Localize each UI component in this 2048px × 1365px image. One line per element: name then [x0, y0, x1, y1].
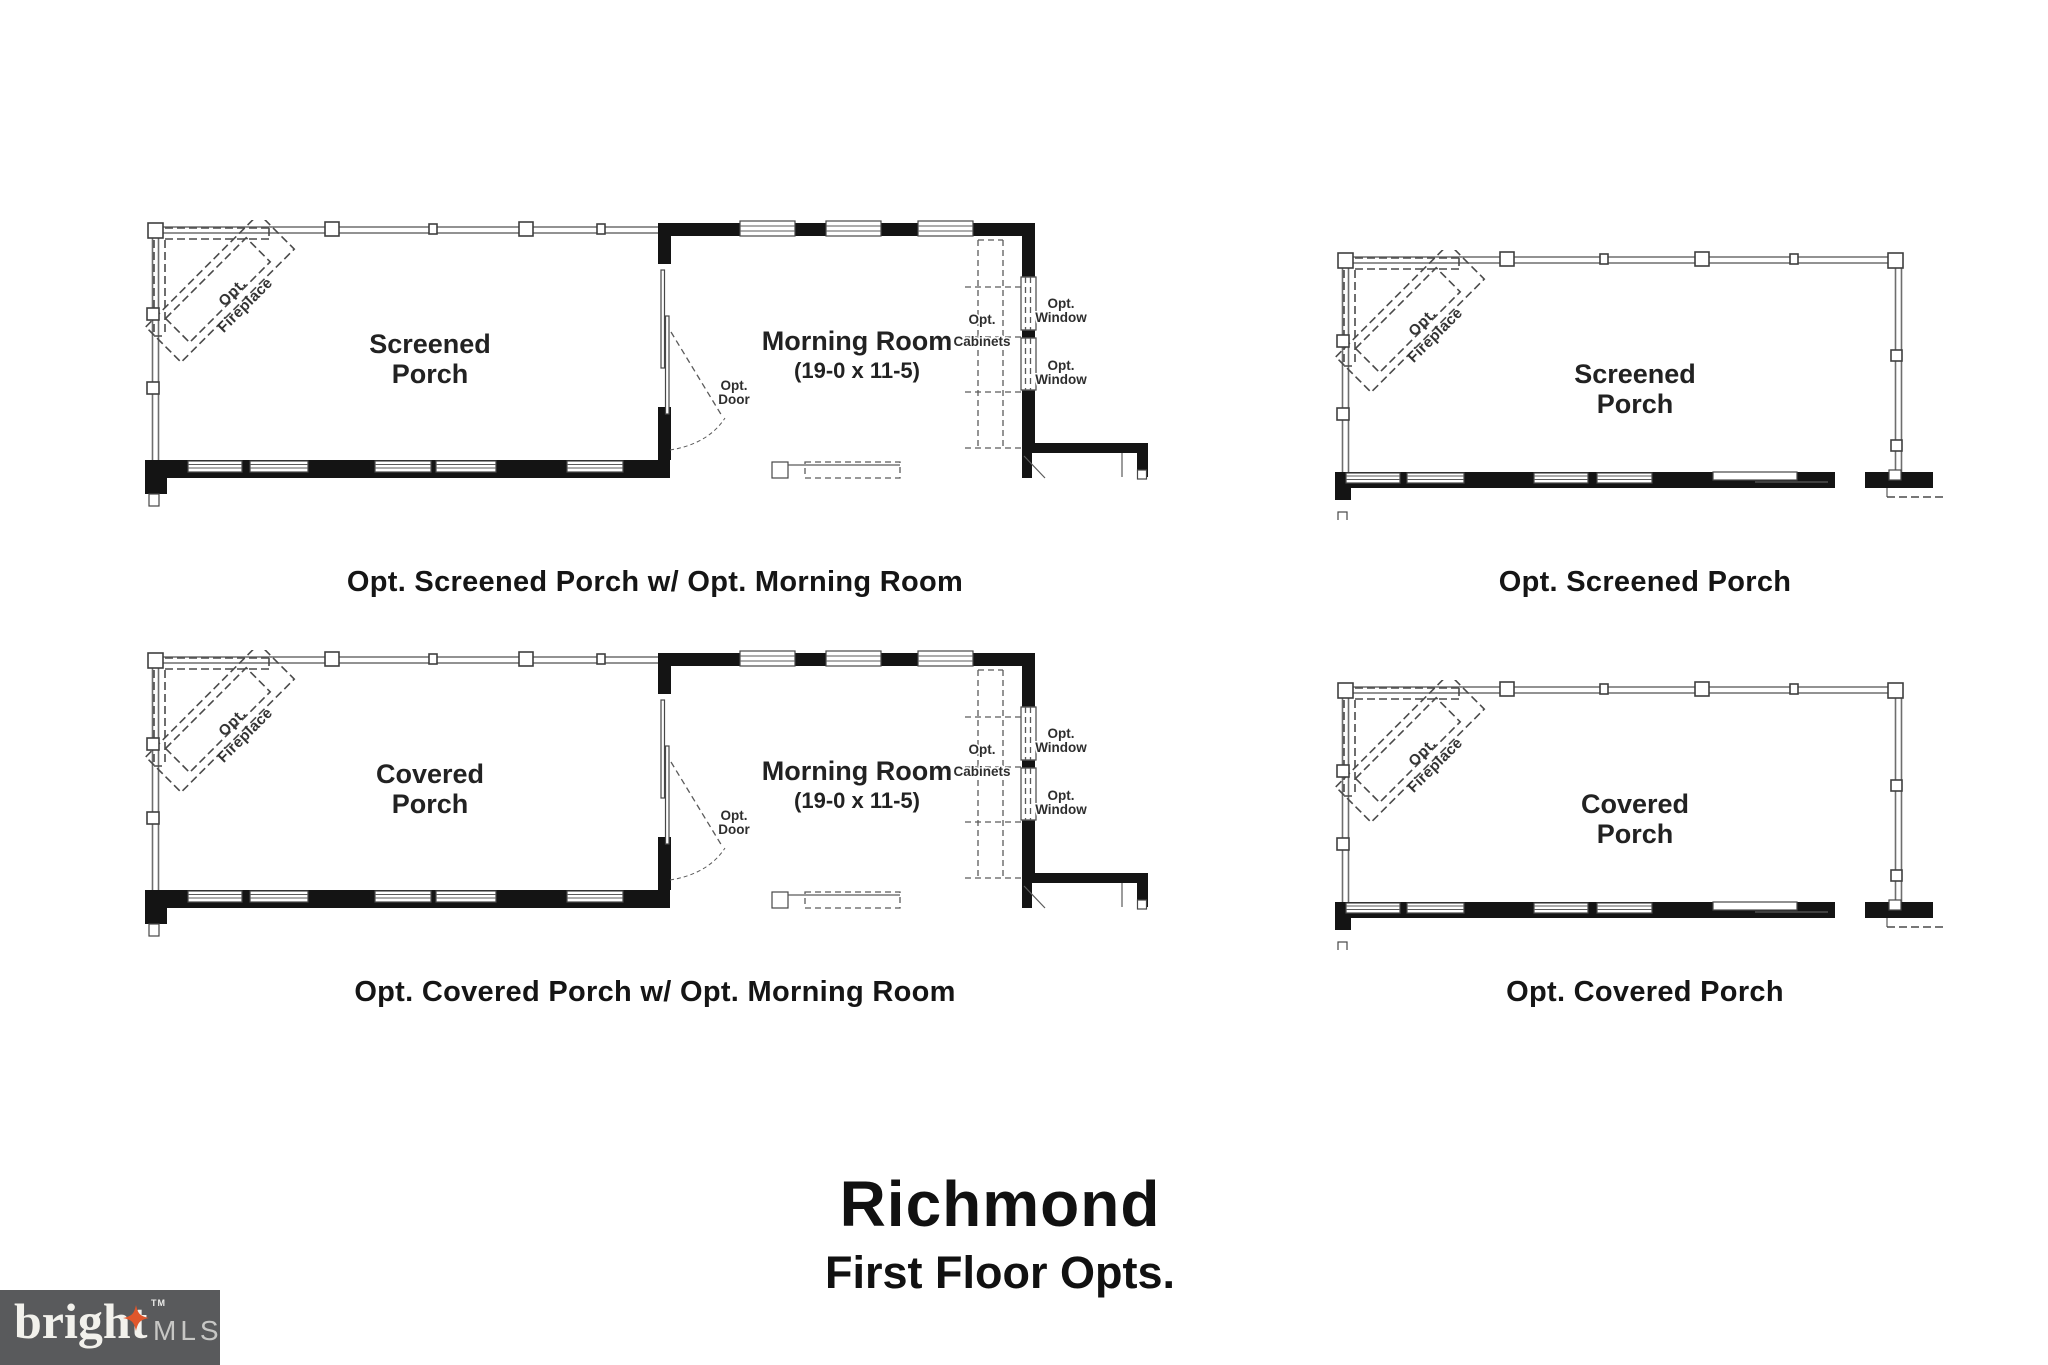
logo-trademark: TM	[151, 1298, 166, 1308]
caption-covered-porch: Opt. Covered Porch	[1506, 976, 1784, 1008]
porch-room-label: Screened	[1574, 359, 1696, 389]
porch-room-label: Covered	[376, 759, 484, 789]
caption-screened-porch-morning-room: Opt. Screened Porch w/ Opt. Morning Room	[346, 566, 964, 598]
morning-room-dims: (19-0 x 11-5)	[794, 788, 920, 813]
window-label: Opt.	[1048, 788, 1075, 803]
plan-covered-porch-morning-room: Opt. Fireplace Covered Porch Morning Roo…	[145, 650, 1165, 960]
logo-brand-text: bright	[14, 1293, 148, 1349]
plan-linework	[145, 650, 1148, 936]
plan-screened-porch: Opt. Fireplace Screened Porch	[1335, 250, 1955, 520]
morning-room-dims: (19-0 x 11-5)	[794, 358, 920, 383]
plan-linework	[145, 220, 1148, 506]
fireplace-label: Opt. Fireplace	[1404, 304, 1466, 366]
page-subtitle: First Floor Opts.	[824, 1247, 1175, 1298]
fireplace-label: Opt. Fireplace	[214, 274, 276, 336]
morning-room-label: Morning Room	[762, 326, 952, 356]
door-label: Opt.	[721, 378, 748, 393]
morning-room-label: Morning Room	[762, 756, 952, 786]
porch-room-label: Porch	[392, 789, 469, 819]
caption-covered-porch-morning-room: Opt. Covered Porch w/ Opt. Morning Room	[354, 976, 956, 1008]
window-label: Window	[1035, 372, 1087, 387]
logo-star-icon	[123, 1305, 149, 1331]
window-label: Opt.	[1048, 358, 1075, 373]
window-label: Opt.	[1048, 296, 1075, 311]
porch-room-label: Porch	[1597, 819, 1674, 849]
caption-screened-porch: Opt. Screened Porch	[1498, 566, 1792, 598]
title-block: Richmond First Floor Opts.	[0, 1172, 2000, 1295]
window-label: Opt.	[1048, 726, 1075, 741]
porch-room-label: Porch	[1597, 389, 1674, 419]
plan-covered-porch: Opt. Fireplace Covered Porch	[1335, 680, 1955, 950]
cabinets-label: Cabinets	[953, 334, 1010, 349]
logo-mls-text: MLS	[153, 1315, 223, 1346]
porch-room-label: Porch	[392, 359, 469, 389]
plan-screened-porch-morning-room: Opt. Fireplace Screened Porch Morning Ro…	[145, 220, 1165, 530]
cabinets-label: Opt.	[969, 742, 996, 757]
door-label: Door	[718, 822, 750, 837]
window-label: Window	[1035, 802, 1087, 817]
cabinets-label: Cabinets	[953, 764, 1010, 779]
window-label: Window	[1035, 310, 1087, 325]
porch-room-label: Covered	[1581, 789, 1689, 819]
door-label: Opt.	[721, 808, 748, 823]
window-label: Window	[1035, 740, 1087, 755]
brightmls-logo: bright TM MLS	[0, 1290, 220, 1365]
door-label: Door	[718, 392, 750, 407]
page-title: Richmond	[839, 1168, 1161, 1240]
cabinets-label: Opt.	[969, 312, 996, 327]
porch-room-label: Screened	[369, 329, 491, 359]
fireplace-label: Opt. Fireplace	[214, 704, 276, 766]
fireplace-label: Opt. Fireplace	[1404, 734, 1466, 796]
